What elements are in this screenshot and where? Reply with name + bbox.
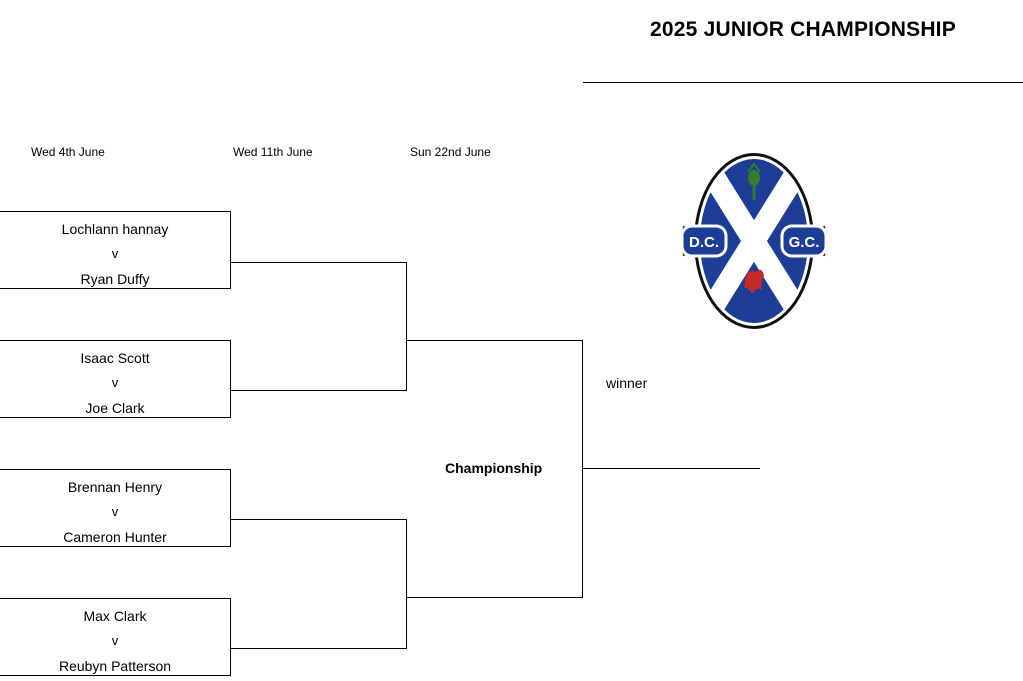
final-vertical-line: [582, 340, 583, 598]
semi1-bottom-line: [230, 390, 407, 391]
match-4-versus: v: [111, 633, 119, 648]
semi1-vertical-line: [406, 262, 407, 391]
match-3-player2: Cameron Hunter: [63, 529, 167, 545]
thistle-icon: [747, 162, 761, 200]
match-1-player2: Ryan Duffy: [80, 271, 150, 287]
final-top-line: [406, 340, 583, 341]
title-underline: [583, 82, 1023, 83]
semi2-vertical-line: [406, 519, 407, 649]
match-1-player1: Lochlann hannay: [61, 221, 169, 237]
club-crest-icon: D.C. G.C.: [676, 148, 832, 334]
round1-date: Wed 4th June: [31, 145, 105, 159]
final-date: Sun 22nd June: [410, 145, 491, 159]
match-2-player1: Isaac Scott: [80, 350, 150, 366]
championship-label: Championship: [445, 460, 543, 476]
page-title: 2025 JUNIOR CHAMPIONSHIP: [650, 18, 956, 41]
match-4-player2: Reubyn Patterson: [58, 658, 172, 674]
match-4: Max Clark v Reubyn Patterson: [0, 598, 231, 676]
match-3-player1: Brennan Henry: [67, 479, 163, 495]
winner-label: winner: [606, 375, 648, 391]
match-2-player2: Joe Clark: [85, 400, 145, 416]
semi2-top-line: [230, 519, 407, 520]
match-4-player1: Max Clark: [83, 608, 147, 624]
match-2: Isaac Scott v Joe Clark: [0, 340, 231, 418]
round2-date: Wed 11th June: [233, 145, 313, 159]
match-2-versus: v: [111, 375, 119, 390]
final-bottom-line: [406, 597, 583, 598]
match-1-versus: v: [111, 246, 119, 261]
semi2-bottom-line: [230, 648, 407, 649]
lion-icon: [744, 269, 764, 294]
semi1-top-line: [230, 262, 407, 263]
crest-right-text: G.C.: [789, 234, 820, 251]
match-3: Brennan Henry v Cameron Hunter: [0, 469, 231, 547]
crest-left-text: D.C.: [689, 234, 719, 251]
match-3-versus: v: [111, 504, 119, 519]
match-1: Lochlann hannay v Ryan Duffy: [0, 211, 231, 289]
winner-line: [582, 468, 760, 469]
